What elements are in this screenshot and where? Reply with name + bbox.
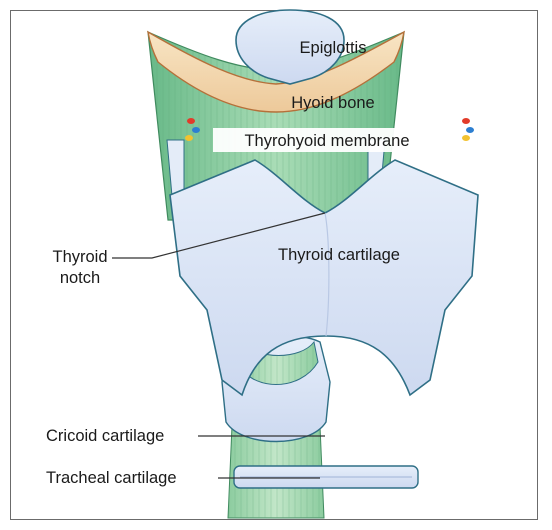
right-vessel-dots <box>462 118 474 141</box>
thyroid-cartilage-label: Thyroid cartilage <box>278 246 400 264</box>
tracheal-cartilage-label: Tracheal cartilage <box>46 469 177 487</box>
tracheal-cartilage-ring <box>234 466 418 488</box>
thyroid-notch-label-line1: Thyroid <box>52 248 107 266</box>
thyrohyoid-membrane-label: Thyrohyoid membrane <box>244 132 409 150</box>
hyoid-bone-label: Hyoid bone <box>291 94 374 112</box>
thyroid-notch-label-line2: notch <box>60 269 100 287</box>
epiglottis-label: Epiglottis <box>300 39 367 57</box>
cricoid-cartilage-label: Cricoid cartilage <box>46 427 164 445</box>
